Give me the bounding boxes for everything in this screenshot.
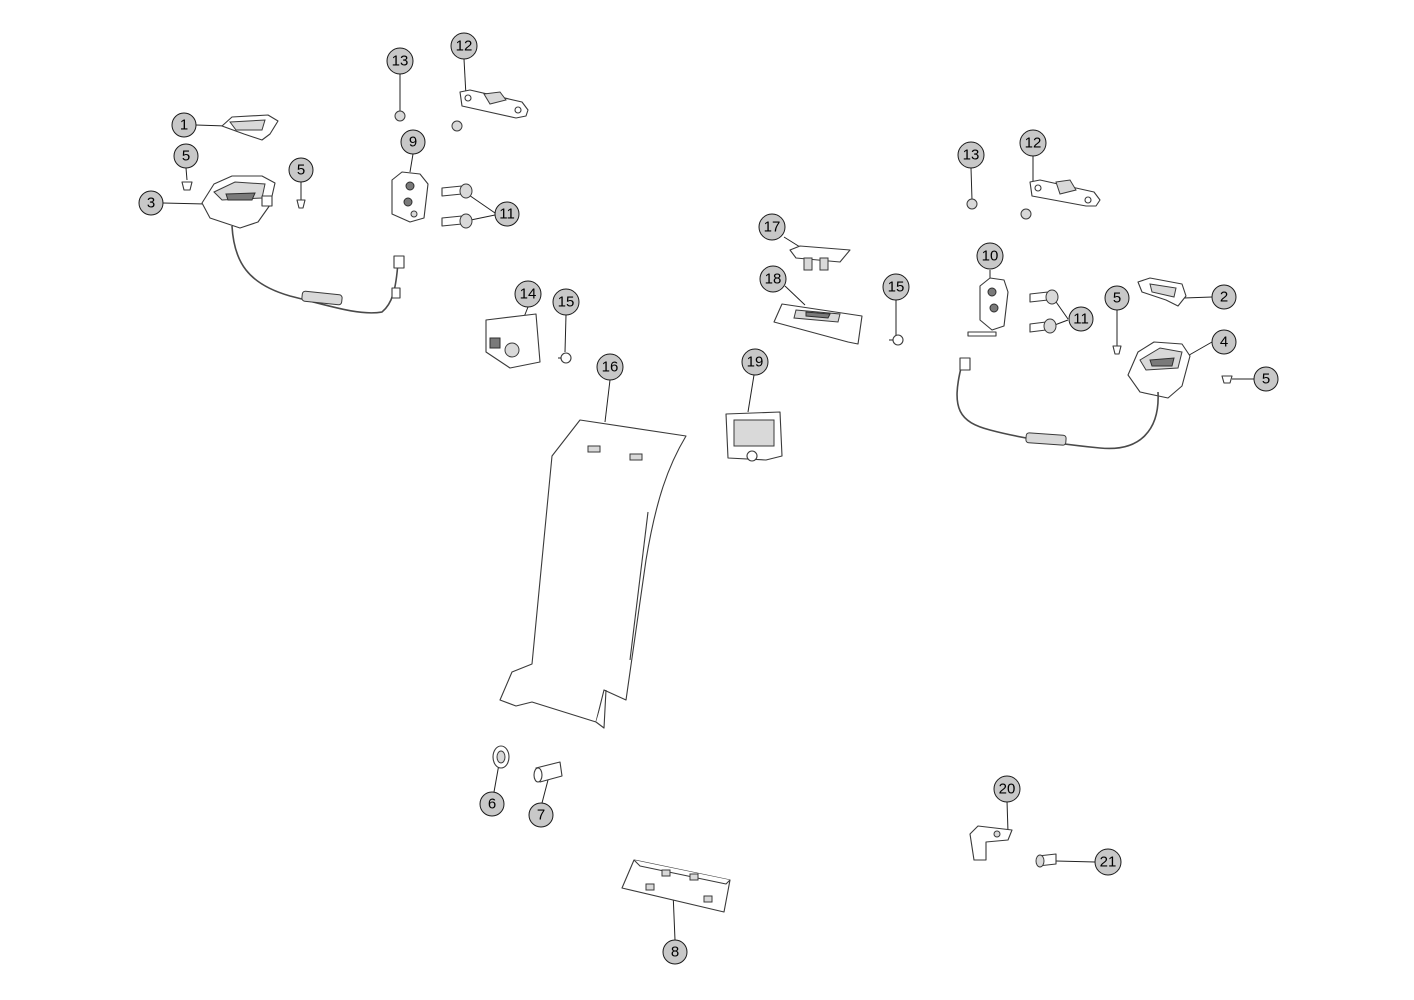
callout-label: 14 <box>520 286 537 303</box>
callout-15[interactable]: 15 <box>882 273 910 301</box>
callout-label: 7 <box>537 807 545 824</box>
part-5-clips <box>181 181 1233 384</box>
part-10-latch-right <box>967 277 1009 337</box>
callout-label: 1 <box>180 117 188 134</box>
leader-lines <box>162 58 1254 941</box>
callout-label: 15 <box>558 294 575 311</box>
callout-6[interactable]: 6 <box>479 791 505 817</box>
callout-label: 20 <box>999 781 1016 798</box>
callout-bubbles: 1 2 3 4 5 5 5 5 6 7 8 9 10 11 11 12 <box>138 32 1279 965</box>
callout-label: 18 <box>765 271 782 288</box>
callout-5[interactable]: 5 <box>288 157 314 183</box>
callout-label: 6 <box>488 796 496 813</box>
callout-3[interactable]: 3 <box>138 190 164 216</box>
callout-16[interactable]: 16 <box>596 353 624 381</box>
callout-label: 17 <box>764 219 781 236</box>
callout-label: 4 <box>1220 334 1228 351</box>
callout-15[interactable]: 15 <box>552 288 580 316</box>
callout-label: 3 <box>147 195 155 212</box>
callout-11[interactable]: 11 <box>494 201 520 227</box>
callout-label: 2 <box>1220 289 1228 306</box>
callout-label: 9 <box>409 134 417 151</box>
callout-5[interactable]: 5 <box>1104 285 1130 311</box>
part-2-handle-bezel-right <box>1137 277 1187 307</box>
callout-5[interactable]: 5 <box>1253 366 1279 392</box>
callout-4[interactable]: 4 <box>1211 329 1237 355</box>
callout-label: 8 <box>671 944 679 961</box>
callout-13[interactable]: 13 <box>957 141 985 169</box>
part-16-center-trim-panel <box>499 419 687 729</box>
callout-label: 5 <box>182 148 190 165</box>
part-4-handle-assembly-right <box>956 341 1191 450</box>
callout-label: 19 <box>747 354 764 371</box>
callout-12[interactable]: 12 <box>1019 129 1047 157</box>
callout-label: 13 <box>963 147 980 164</box>
callout-label: 16 <box>602 359 619 376</box>
callout-label: 11 <box>1073 311 1089 328</box>
callout-label: 10 <box>982 248 999 265</box>
part-6-washer <box>492 745 510 769</box>
part-8-lower-trim <box>621 859 731 913</box>
callout-label: 5 <box>297 162 305 179</box>
part-11-bolts <box>441 183 1059 334</box>
callout-11[interactable]: 11 <box>1068 306 1094 332</box>
callout-14[interactable]: 14 <box>514 280 542 308</box>
part-19-bracket-plate <box>725 411 783 462</box>
callout-2[interactable]: 2 <box>1211 284 1237 310</box>
callout-label: 5 <box>1262 371 1270 388</box>
callout-18[interactable]: 18 <box>759 265 787 293</box>
part-13-screws <box>394 110 1032 220</box>
part-20-small-bracket <box>969 825 1013 861</box>
callout-17[interactable]: 17 <box>758 213 786 241</box>
callout-label: 21 <box>1100 854 1117 871</box>
part-21-bolt <box>1035 853 1057 868</box>
callout-5[interactable]: 5 <box>173 143 199 169</box>
callout-9[interactable]: 9 <box>400 129 426 155</box>
callout-label: 15 <box>888 279 905 296</box>
part-12-strikers <box>459 89 1101 207</box>
callout-label: 11 <box>499 206 515 223</box>
callout-1[interactable]: 1 <box>171 112 197 138</box>
callout-label: 13 <box>392 53 409 70</box>
callout-label: 12 <box>1025 135 1042 152</box>
part-7-pin <box>533 761 563 783</box>
callout-20[interactable]: 20 <box>993 775 1021 803</box>
part-14-bracket <box>485 313 541 369</box>
part-3-handle-assembly-left <box>201 175 405 314</box>
callout-10[interactable]: 10 <box>976 242 1004 270</box>
part-1-handle-bezel-left <box>221 114 279 141</box>
part-15-push-pins <box>558 334 904 364</box>
callout-8[interactable]: 8 <box>662 939 688 965</box>
callout-19[interactable]: 19 <box>741 348 769 376</box>
callout-label: 12 <box>456 38 473 55</box>
part-9-latch-left <box>391 171 429 223</box>
callout-7[interactable]: 7 <box>528 802 554 828</box>
callout-21[interactable]: 21 <box>1094 848 1122 876</box>
callout-12[interactable]: 12 <box>450 32 478 60</box>
callout-13[interactable]: 13 <box>386 47 414 75</box>
part-18-storage-tray <box>773 303 863 345</box>
callout-label: 5 <box>1113 290 1121 307</box>
part-17-clip-plate <box>789 245 851 271</box>
